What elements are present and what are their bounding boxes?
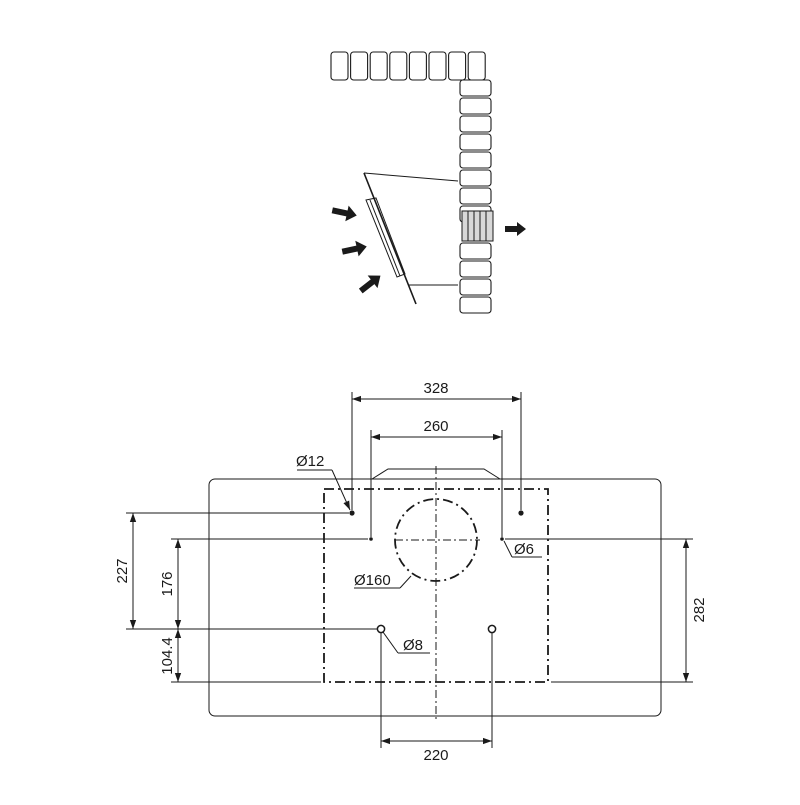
- dimension-left: 227 176 104.4: [114, 512, 377, 683]
- dimension-top-inner: 260: [370, 418, 503, 537]
- brick: [428, 51, 447, 81]
- dimension-label-260: 260: [423, 418, 448, 435]
- duct-opening-circle: [394, 498, 478, 582]
- callout-d8: Ø8: [382, 631, 430, 654]
- dimension-label-227: 227: [114, 558, 131, 583]
- plan-view: [208, 466, 662, 722]
- mounting-hole: [487, 624, 497, 634]
- air-inflow-arrow-icon: [331, 205, 357, 222]
- brick: [459, 169, 492, 187]
- fixing-hole-small: [369, 537, 373, 541]
- dimension-bottom: 220: [380, 633, 493, 764]
- air-inflow-arrow-icon: [358, 275, 381, 294]
- filter-panel-inner: [369, 199, 401, 277]
- brick: [389, 51, 408, 81]
- fixing-hole: [349, 510, 355, 516]
- brick: [459, 151, 492, 169]
- dimension-label-328: 328: [423, 380, 448, 397]
- hood-front-panel: [363, 172, 417, 305]
- air-inflow-arrow-icon: [341, 240, 367, 257]
- hood-side-profile: [363, 172, 459, 305]
- mounting-hole: [376, 624, 386, 634]
- brick: [330, 51, 349, 81]
- callout-d12: Ø12: [296, 453, 351, 511]
- callout-d160: Ø160: [354, 572, 412, 589]
- brick: [459, 115, 492, 133]
- fixing-hole: [518, 510, 524, 516]
- brick: [350, 51, 369, 81]
- brick: [467, 51, 486, 81]
- dimension-right: 282: [505, 538, 708, 683]
- dimension-label-282: 282: [691, 597, 708, 622]
- brick: [369, 51, 388, 81]
- dimension-label-104-4: 104.4: [159, 637, 176, 675]
- brick: [459, 242, 492, 260]
- dimension-label-220: 220: [423, 747, 448, 764]
- wall-vent: [461, 210, 494, 242]
- callout-d6: Ø6: [503, 540, 542, 558]
- hood-top-edge: [363, 172, 459, 182]
- brick: [459, 79, 492, 97]
- brick: [459, 296, 492, 314]
- brick-wall-vertical: [459, 79, 492, 314]
- brick: [448, 51, 467, 81]
- brick: [459, 97, 492, 115]
- dimension-label-176: 176: [159, 571, 176, 596]
- brick: [459, 278, 492, 296]
- air-outflow-arrow-icon: [505, 222, 526, 236]
- brick: [459, 133, 492, 151]
- side-view: [330, 51, 526, 314]
- callout-label-d12: Ø12: [296, 453, 324, 470]
- callout-label-d6: Ø6: [514, 541, 534, 558]
- callout-label-d160: Ø160: [354, 572, 391, 589]
- brick: [459, 260, 492, 278]
- brick: [408, 51, 427, 81]
- filter-panel: [365, 197, 406, 278]
- dimension-top-outer: 328: [351, 380, 522, 510]
- fixing-hole-small: [500, 537, 504, 541]
- brick: [459, 187, 492, 205]
- callout-label-d8: Ø8: [403, 637, 423, 654]
- hood-outline: [208, 478, 662, 717]
- brick-wall-horizontal: [330, 51, 486, 81]
